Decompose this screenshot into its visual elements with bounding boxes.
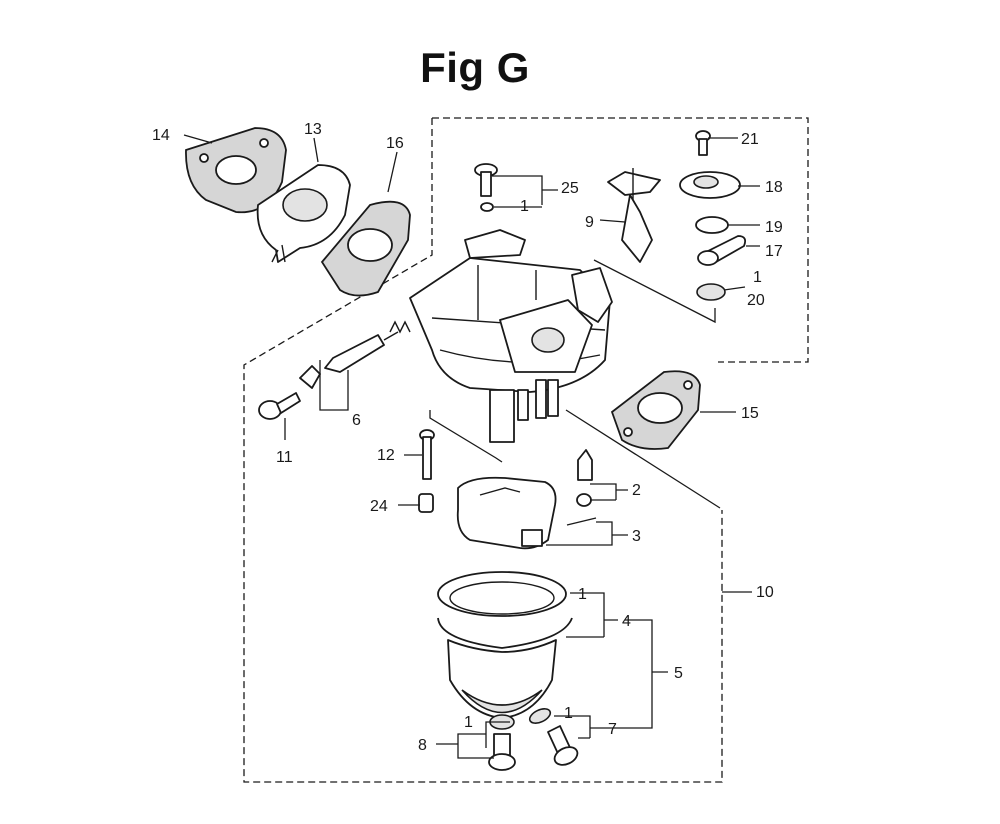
label-10: 10	[756, 584, 774, 601]
screw-25	[474, 163, 498, 212]
label-3: 3	[632, 528, 641, 545]
label-19: 19	[765, 219, 783, 236]
washer-19	[695, 216, 729, 234]
label-24: 24	[370, 498, 388, 515]
gasket-15	[610, 370, 701, 450]
pilot-screw-6	[324, 320, 411, 373]
choke-lever-9	[607, 168, 661, 263]
label-4: 4	[622, 613, 631, 630]
leader-lines	[183, 134, 760, 759]
gasket-14	[185, 127, 287, 214]
label-15: 15	[741, 405, 759, 422]
insulator-13	[256, 164, 351, 263]
screw-12	[419, 429, 435, 480]
label-9: 9	[585, 214, 594, 231]
drain-bolt-8	[488, 733, 516, 771]
label-1-b: 1	[753, 269, 762, 286]
float-bowl-5	[437, 571, 573, 719]
label-1-c: 1	[578, 586, 587, 603]
label-16: 16	[386, 135, 404, 152]
needle-valve-2	[576, 449, 593, 507]
label-21: 21	[741, 131, 759, 148]
label-17: 17	[765, 243, 783, 260]
label-11: 11	[276, 449, 293, 466]
gasket-16	[320, 200, 411, 297]
limiter-cap	[299, 365, 321, 389]
float-3	[456, 476, 597, 550]
assembly-boundary	[243, 117, 809, 783]
label-5: 5	[674, 665, 683, 682]
label-14: 14	[152, 127, 170, 144]
washer-1-right	[528, 708, 552, 724]
label-12: 12	[377, 447, 395, 464]
figure-title: Fig G	[420, 44, 530, 91]
label-20: 20	[747, 292, 765, 309]
label-1-d: 1	[464, 714, 473, 731]
label-2: 2	[632, 482, 641, 499]
carburetor-body	[409, 229, 613, 443]
screw-21	[695, 130, 711, 156]
label-1-e: 1	[564, 705, 573, 722]
label-7: 7	[608, 721, 617, 738]
plate-18-hub	[693, 175, 719, 189]
bolt-7	[547, 725, 579, 766]
label-13: 13	[304, 121, 322, 138]
label-8: 8	[418, 737, 427, 754]
label-1-a: 1	[520, 198, 529, 215]
lever-17	[697, 235, 747, 266]
spring-24	[418, 493, 434, 513]
seal-20	[696, 283, 726, 301]
guide-lines	[429, 259, 721, 509]
screw-11	[258, 392, 301, 420]
label-25: 25	[561, 180, 579, 197]
label-6: 6	[352, 412, 361, 429]
label-18: 18	[765, 179, 783, 196]
